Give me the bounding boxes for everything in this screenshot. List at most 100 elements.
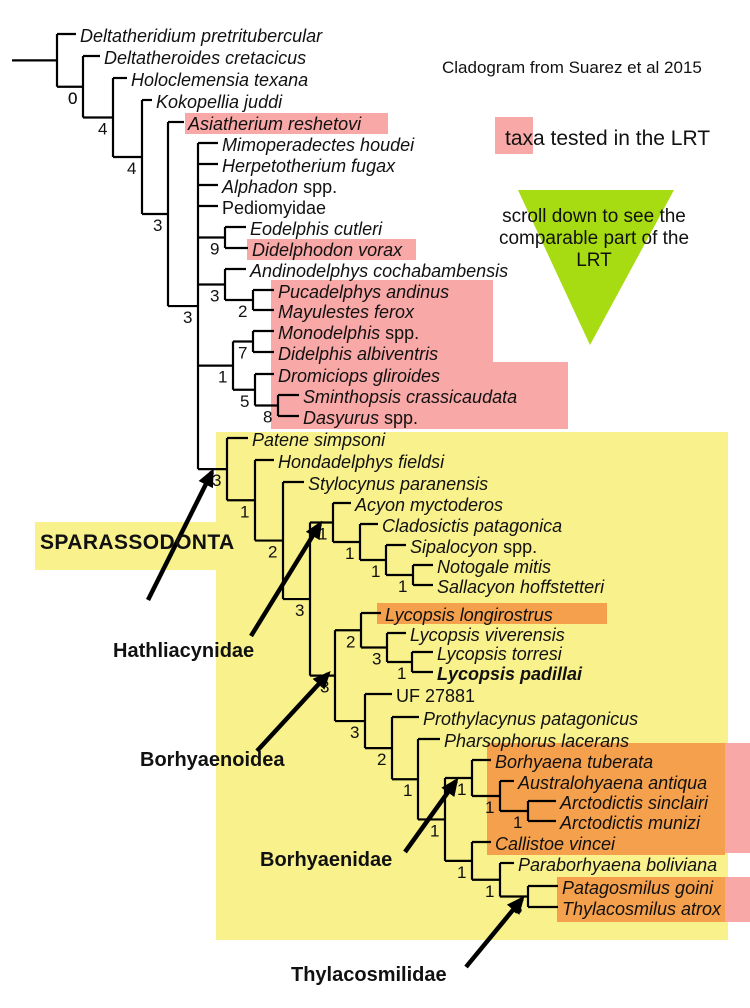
support-value: 1 xyxy=(218,368,227,387)
highlight-region xyxy=(271,362,568,429)
support-value: 3 xyxy=(295,601,304,620)
taxon-label: Deltatheridium pretritubercular xyxy=(80,26,323,46)
taxon-label: Lycopsis longirostrus xyxy=(385,605,553,625)
support-value: 5 xyxy=(240,392,249,411)
thylacosmilidae-arrow xyxy=(464,895,525,969)
highlight-region xyxy=(247,239,416,260)
taxon-label: Kokopellia juddi xyxy=(156,92,283,112)
support-value: 3 xyxy=(372,650,381,669)
support-value: 0 xyxy=(68,89,77,108)
borhyaenoidea-arrow xyxy=(255,671,331,753)
support-value: 3 xyxy=(212,471,221,490)
scroll-down-triangle xyxy=(518,190,674,345)
highlight-region xyxy=(185,113,388,134)
taxon-label: Patagosmilus goini xyxy=(562,878,714,898)
support-value: 1 xyxy=(485,798,494,817)
support-value: 4 xyxy=(98,120,107,139)
taxon-label: Arctodictis munizi xyxy=(559,813,701,833)
taxon-label: Monodelphis spp. xyxy=(278,323,419,343)
support-value: 4 xyxy=(127,159,136,178)
support-value: 1 xyxy=(397,664,406,683)
taxon-label: Alphadon spp. xyxy=(221,177,337,197)
support-value: 1 xyxy=(345,544,354,563)
support-value: 1 xyxy=(430,821,439,840)
taxon-label: UF 27881 xyxy=(396,686,475,706)
clade-label-borhyaenoidea: Borhyaenoidea xyxy=(140,749,285,771)
taxon-label: Arctodictis sinclairi xyxy=(559,793,709,813)
borhyaenidae-arrow xyxy=(403,777,459,854)
highlight-region xyxy=(377,603,607,624)
taxon-label: Sminthopsis crassicaudata xyxy=(303,387,517,407)
support-value: 3 xyxy=(183,308,192,327)
hathliacynidae-arrow xyxy=(249,520,323,638)
taxon-label: Hondadelphys fieldsi xyxy=(278,452,445,472)
taxon-label: Andinodelphys cochabambensis xyxy=(249,261,508,281)
highlight-region xyxy=(271,280,493,362)
taxon-label: Didelphis albiventris xyxy=(278,344,438,364)
taxon-label: Patene simpsoni xyxy=(252,430,386,450)
clade-label-sparassodonta: SPARASSODONTA xyxy=(40,531,235,554)
taxon-label: Lycopsis torresi xyxy=(437,644,563,664)
highlight-region xyxy=(725,743,750,853)
taxon-label: Lycopsis padillai xyxy=(437,664,583,684)
scroll-note-line2: comparable part of the xyxy=(498,228,690,249)
taxon-label: Stylocynus paranensis xyxy=(308,474,488,494)
taxon-label: Dasyurus spp. xyxy=(303,408,418,428)
legend-label: taxa tested in the LRT xyxy=(505,127,711,150)
support-value: 8 xyxy=(263,408,272,427)
taxon-label: Pharsophorus lacerans xyxy=(444,731,629,751)
support-value: 1 xyxy=(240,502,249,521)
support-value: 7 xyxy=(238,344,247,363)
clade-label-hathliacynidae: Hathliacynidae xyxy=(113,640,255,662)
support-value: 1 xyxy=(398,577,407,596)
taxon-label: Cladosictis patagonica xyxy=(382,516,562,536)
support-value: 3 xyxy=(350,723,359,742)
highlight-region xyxy=(725,877,750,922)
support-value: 1 xyxy=(513,813,522,832)
support-value: 1 xyxy=(318,525,327,544)
support-value: 2 xyxy=(346,632,355,651)
highlight-region xyxy=(35,522,216,570)
scroll-down-note: scroll down to see the comparable part o… xyxy=(490,206,698,272)
clade-label-borhyaenidae: Borhyaenidae xyxy=(260,849,393,871)
taxon-label: Mimoperadectes houdei xyxy=(222,135,415,155)
clade-label-thylacosmilidae: Thylacosmilidae xyxy=(291,964,447,986)
support-value: 1 xyxy=(457,780,466,799)
taxon-label: Acyon myctoderos xyxy=(354,495,503,515)
taxon-label: Sipalocyon spp. xyxy=(410,537,537,557)
support-value: 3 xyxy=(210,287,219,306)
taxon-label: Callistoe vincei xyxy=(495,834,616,854)
taxon-label: Prothylacynus patagonicus xyxy=(423,709,638,729)
highlight-region xyxy=(487,743,725,855)
taxon-label: Eodelphis cutleri xyxy=(250,219,383,239)
support-value: 1 xyxy=(485,882,494,901)
taxon-label: Notogale mitis xyxy=(437,557,551,577)
taxon-label: Borhyaena tuberata xyxy=(495,752,653,772)
scroll-note-line3: LRT xyxy=(576,250,612,271)
support-value: 2 xyxy=(238,302,247,321)
support-value: 2 xyxy=(377,750,386,769)
taxon-label: Australohyaena antiqua xyxy=(517,773,707,793)
taxon-label: Sallacyon hoffstetteri xyxy=(437,577,605,597)
taxon-label: Lycopsis viverensis xyxy=(410,625,565,645)
figure-credit: Cladogram from Suarez et al 2015 xyxy=(442,58,702,77)
taxon-label: Herpetotherium fugax xyxy=(222,156,396,176)
support-value: 9 xyxy=(210,240,219,259)
taxon-label: Pucadelphys andinus xyxy=(278,282,449,302)
taxon-label: Mayulestes ferox xyxy=(278,302,415,322)
support-value: 1 xyxy=(457,863,466,882)
taxon-label: Holoclemensia texana xyxy=(131,70,308,90)
highlight-region xyxy=(557,877,725,922)
taxon-label: Pediomyidae xyxy=(222,198,326,218)
taxon-label: Thylacosmilus atrox xyxy=(562,899,722,919)
taxon-label: Deltatheroides cretacicus xyxy=(104,48,306,68)
taxon-label: Asiatherium reshetovi xyxy=(187,114,362,134)
support-value: 1 xyxy=(371,562,380,581)
support-value: 0 xyxy=(68,89,77,108)
taxon-label: Didelphodon vorax xyxy=(252,240,403,260)
support-value: 3 xyxy=(153,216,162,235)
support-value: 2 xyxy=(268,543,277,562)
scroll-note-line1: scroll down to see the xyxy=(502,206,686,227)
